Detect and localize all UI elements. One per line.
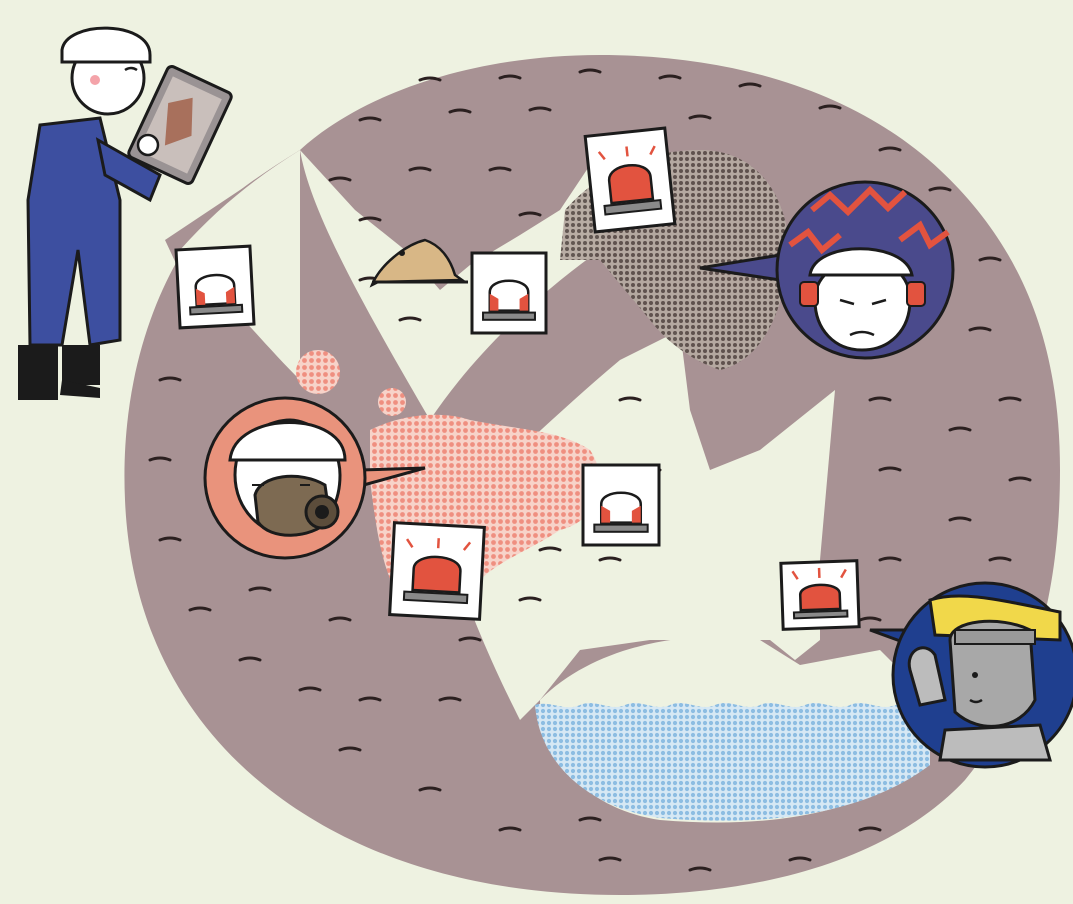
alarm-beacon-icon [585, 128, 675, 232]
alarm-beacon-icon [472, 253, 546, 333]
alarm-beacon-icon [176, 246, 254, 328]
dust-puff [378, 388, 406, 416]
alarm-beacon-icon [781, 561, 859, 630]
alarm-beacon-icon [390, 523, 485, 620]
dust-puff [296, 350, 340, 394]
alarm-beacon-icon [583, 465, 659, 545]
